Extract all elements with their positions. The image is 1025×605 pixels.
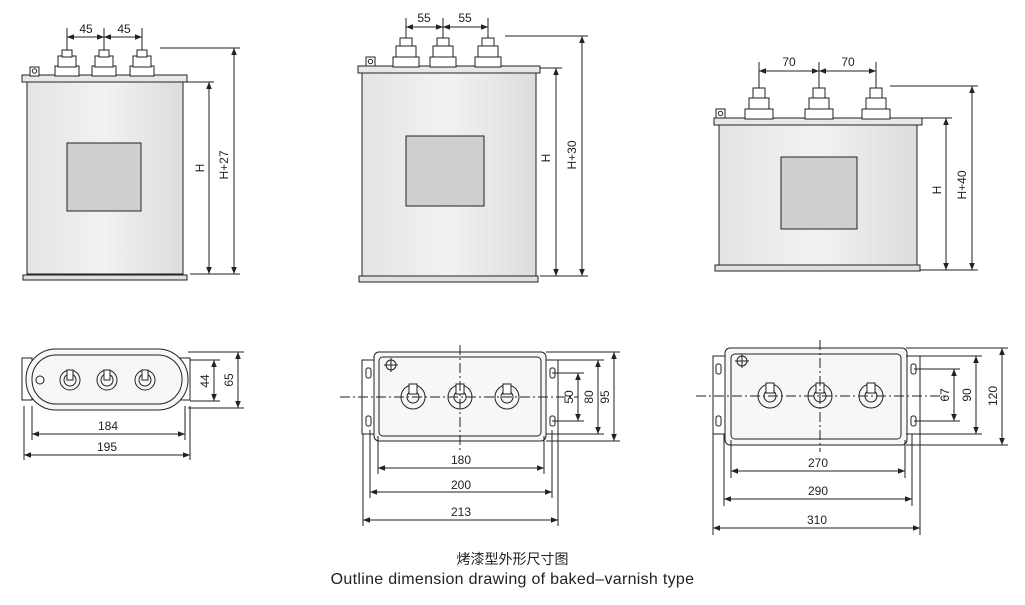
dim-spacing: 55: [417, 11, 431, 25]
dim-width: 290: [808, 484, 828, 498]
dim-inner: 44: [198, 374, 212, 388]
dim-width: 180: [451, 453, 471, 467]
dim-overall-height: H+30: [565, 140, 579, 169]
dim-outer: 120: [986, 386, 1000, 406]
dimension-labels: 45 45 H H+27 55 55 H H+30 70 70 H H+40 4…: [79, 11, 1000, 527]
dim-width: 200: [451, 478, 471, 492]
dim-spacing: 70: [782, 55, 796, 69]
dim-mid: 90: [960, 388, 974, 402]
dim-height: H: [930, 186, 944, 195]
dim-width: 213: [451, 505, 471, 519]
terminal: [392, 37, 502, 68]
terminal: [54, 49, 155, 77]
front-view-2: [357, 18, 588, 283]
dim-width: 195: [97, 440, 117, 454]
dim-width: 270: [808, 456, 828, 470]
dim-width: 310: [807, 513, 827, 527]
top-view-2: [340, 345, 620, 526]
top-view-1: [21, 348, 244, 460]
dim-overall-height: H+40: [955, 170, 969, 199]
dim-outer: 65: [222, 373, 236, 387]
front-view-3: [713, 62, 978, 272]
dim-spacing: 45: [117, 22, 131, 36]
nameplate: [66, 142, 142, 212]
caption-chinese: 烤漆型外形尺寸图: [456, 552, 569, 568]
nameplate: [780, 156, 858, 230]
dim-spacing: 70: [841, 55, 855, 69]
dim-inner: 67: [938, 388, 952, 402]
dim-inner: 50: [562, 390, 576, 404]
caption-english: Outline dimension drawing of baked–varni…: [330, 571, 695, 588]
terminal: [744, 87, 891, 120]
top-view-3: [696, 340, 1008, 535]
dim-mid: 80: [582, 390, 596, 404]
dim-width: 184: [98, 419, 118, 433]
terminal-top: [59, 369, 156, 391]
front-view-1: [21, 28, 240, 281]
dim-overall-height: H+27: [217, 150, 231, 179]
dim-outer: 95: [598, 390, 612, 404]
nameplate: [405, 135, 485, 207]
dim-height: H: [193, 164, 207, 173]
dim-height: H: [539, 154, 553, 163]
dim-spacing: 45: [79, 22, 93, 36]
dim-spacing: 55: [458, 11, 472, 25]
